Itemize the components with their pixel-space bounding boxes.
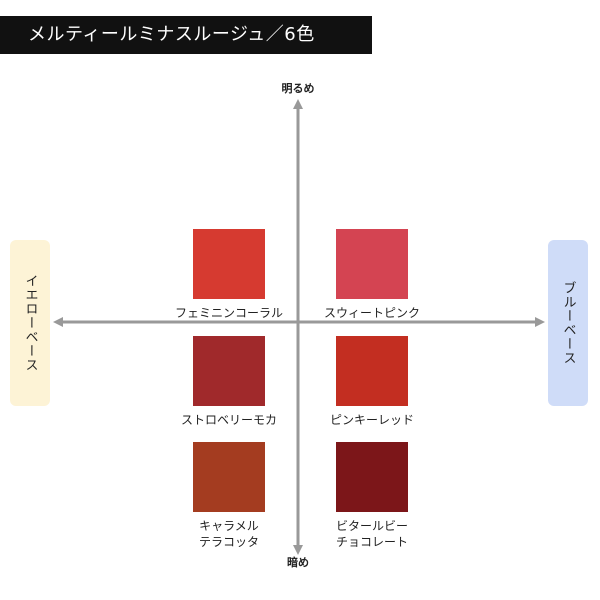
- axis-label-bottom: 暗め: [287, 556, 309, 569]
- panel-blue-base: ブルーベース: [548, 240, 588, 406]
- swatch-label-strawberry-mocha: ストロベリーモカ: [180, 413, 277, 427]
- swatch-strawberry-mocha: [193, 336, 265, 406]
- panel-blue-base-label: ブルーベース: [560, 281, 576, 365]
- swatch-bitter-ruby-chocolate: [336, 442, 408, 512]
- swatch-caramel-terracotta: [193, 442, 265, 512]
- swatch-label-pinky-red: ピンキーレッド: [329, 413, 414, 427]
- swatch-label-bitter-ruby-chocolate: ビタールビー チョコレート: [335, 519, 408, 549]
- axis-label-top: 明るめ: [281, 82, 315, 95]
- swatch-feminine-coral: [193, 229, 265, 299]
- panel-yellow-base: イエローベース: [10, 240, 50, 406]
- swatch-sweet-pink: [336, 229, 408, 299]
- swatch-label-caramel-terracotta: キャラメル テラコッタ: [198, 519, 259, 549]
- swatch-label-feminine-coral: フェミニンコーラル: [174, 306, 283, 320]
- page-title: メルティールミナスルージュ／6色: [0, 16, 372, 54]
- panel-yellow-base-label: イエローベース: [22, 274, 38, 372]
- swatch-pinky-red: [336, 336, 408, 406]
- swatch-label-sweet-pink: スウィートピンク: [323, 306, 420, 320]
